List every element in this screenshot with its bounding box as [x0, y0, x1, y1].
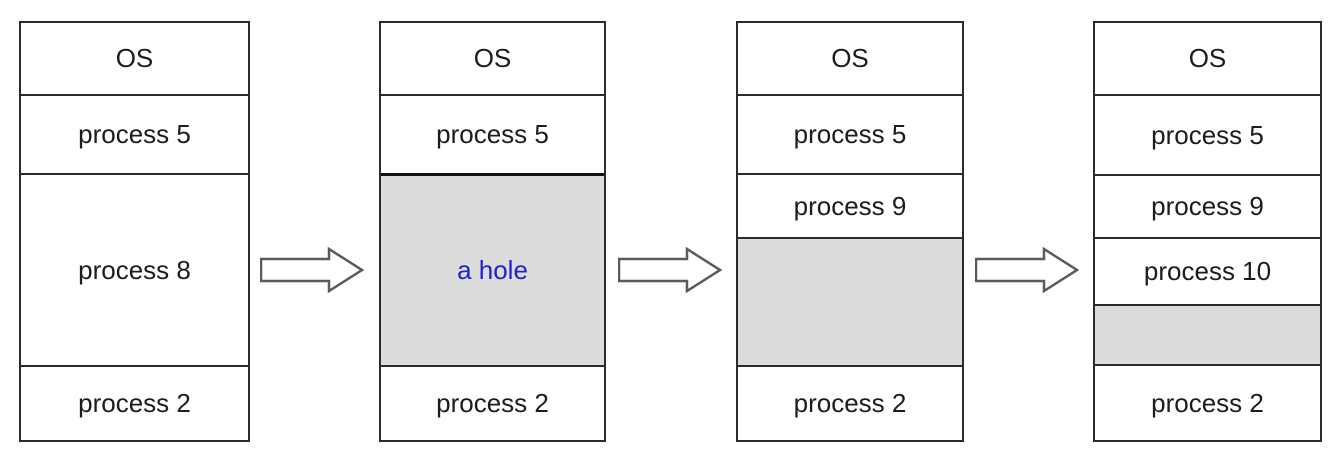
segment-label: process 9: [793, 190, 907, 221]
segment-label: process 2: [436, 388, 549, 418]
memory-segment-a-hole: a hole: [381, 173, 604, 365]
segment-label: process 2: [78, 388, 191, 418]
memory-segment-os: OS: [1095, 23, 1320, 94]
memory-segment-os: OS: [381, 23, 604, 94]
memory-segment-process-2: process 2: [738, 365, 962, 440]
segment-label: process 5: [78, 119, 191, 149]
memory-segment-os: OS: [21, 23, 248, 94]
segment-label: OS: [115, 43, 154, 73]
memory-segment-process-2: process 2: [1095, 364, 1320, 440]
memory-segment-process-5: process 5: [1095, 94, 1320, 174]
right-arrow-icon: [260, 247, 364, 293]
segment-label: process 2: [1151, 387, 1264, 418]
memory-segment-process-5: process 5: [381, 94, 604, 173]
memory-segment-process-8: process 8: [21, 173, 248, 365]
segment-label: a hole: [457, 255, 528, 285]
segment-label: OS: [831, 43, 869, 73]
memory-segment-free-hole: [738, 237, 962, 365]
memory-segment-os: OS: [738, 23, 962, 94]
memory-segment-process-2: process 2: [381, 365, 604, 440]
memory-column-state-2: OS process 5 a hole process 2: [379, 21, 606, 442]
memory-segment-process-9: process 9: [1095, 174, 1320, 237]
memory-segment-free-hole: [1095, 304, 1320, 364]
right-arrow-icon: [975, 247, 1079, 293]
segment-label: process 10: [1143, 256, 1272, 286]
memory-segment-process-5: process 5: [21, 94, 248, 173]
memory-column-state-3: OS process 5 process 9 process 2: [736, 21, 964, 442]
segment-label: OS: [473, 43, 512, 73]
segment-label: process 5: [436, 119, 549, 149]
memory-segment-process-9: process 9: [738, 173, 962, 237]
segment-label: process 8: [78, 254, 191, 285]
memory-column-state-1: OS process 5 process 8 process 2: [19, 21, 250, 442]
segment-label: process 2: [793, 388, 907, 418]
memory-column-state-4: OS process 5 process 9 process 10 process 2: [1093, 21, 1322, 442]
memory-segment-process-5: process 5: [738, 94, 962, 173]
segment-label: process 5: [793, 119, 907, 149]
right-arrow-icon: [618, 247, 722, 293]
memory-segment-process-10: process 10: [1095, 237, 1320, 304]
segment-label: process 9: [1151, 191, 1264, 221]
segment-label: process 5: [1151, 119, 1264, 150]
memory-segment-process-2: process 2: [21, 365, 248, 440]
segment-label: OS: [1188, 43, 1227, 73]
